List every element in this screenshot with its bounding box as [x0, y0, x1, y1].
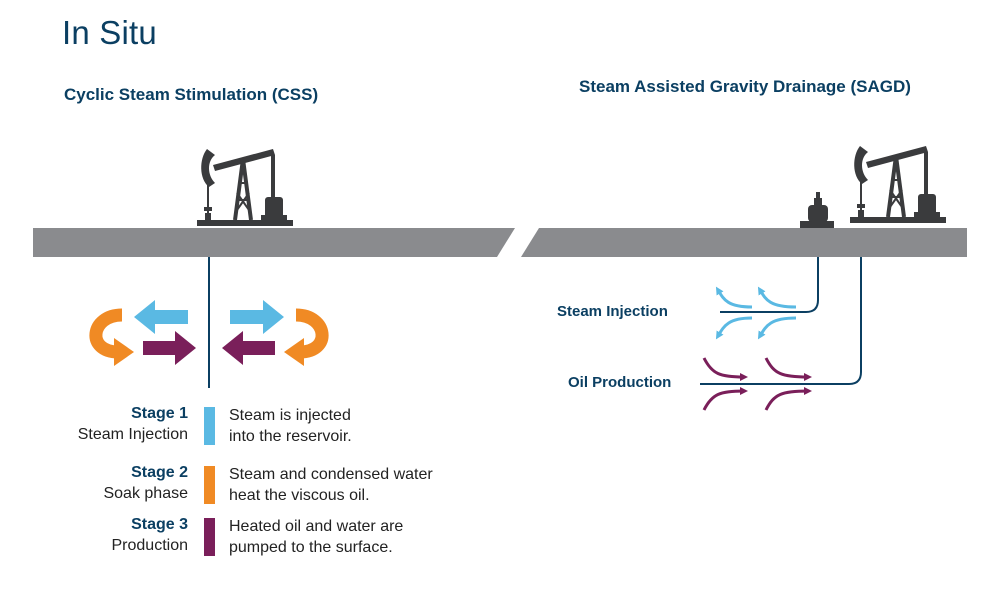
stage-2-description: Steam and condensed water heat the visco…	[229, 466, 433, 504]
stage-3-block: Stage 3 Production Heated oil and water …	[40, 516, 520, 564]
stage-2-color-bar	[204, 466, 215, 504]
sagd-wellhead-icon	[800, 192, 834, 228]
css-section-title: Cyclic Steam Stimulation (CSS)	[64, 85, 319, 104]
stage-3-description: Heated oil and water are pumped to the s…	[229, 518, 404, 556]
sagd-oil-production-label: Oil Production	[568, 374, 672, 391]
sagd-oil-arrows	[702, 357, 812, 411]
sagd-section-title: Steam Assisted Gravity Drainage (SAGD)	[579, 77, 911, 96]
sagd-steam-injection-label: Steam Injection	[557, 303, 668, 320]
sagd-steam-arrows	[715, 286, 797, 340]
stage-3-name: Stage 3	[131, 516, 188, 533]
steam-arrow-icon	[134, 300, 188, 334]
stage-3-subtitle: Production	[111, 537, 189, 554]
stage-2-name: Stage 2	[131, 464, 188, 481]
stage-1-name: Stage 1	[131, 405, 188, 422]
stage-1-block: Stage 1 Steam Injection Steam is injecte…	[40, 405, 520, 453]
stage-2-subtitle: Soak phase	[103, 485, 188, 502]
sagd-steam-pipe	[720, 257, 819, 313]
css-right-arrows	[222, 300, 329, 366]
oil-arrow-icon	[143, 331, 196, 365]
ground-right	[521, 228, 967, 257]
page-title: In Situ	[62, 14, 157, 51]
css-pumpjack-icon	[195, 147, 295, 228]
ground-left	[33, 228, 515, 257]
sagd-pumpjack-icon	[848, 144, 948, 225]
stage-1-color-bar	[204, 407, 215, 445]
stage-2-block: Stage 2 Soak phase Steam and condensed w…	[40, 464, 520, 512]
soak-uturn-icon	[89, 308, 123, 359]
stage-3-color-bar	[204, 518, 215, 556]
sagd-oil-pipe	[700, 257, 862, 385]
stage-1-subtitle: Steam Injection	[77, 426, 188, 443]
css-left-arrows	[89, 300, 196, 366]
stage-1-description: Steam is injected into the reservoir.	[229, 407, 352, 445]
